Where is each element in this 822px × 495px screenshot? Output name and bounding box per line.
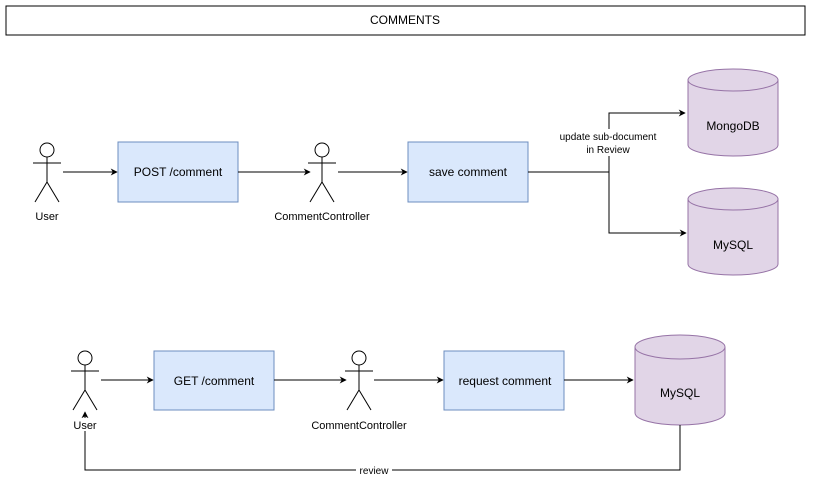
edge-label-line2: in Review xyxy=(586,145,630,156)
mysql-label-top: MySQL xyxy=(713,238,753,252)
mysql-label-bottom: MySQL xyxy=(660,386,700,400)
actor-label-controller-bottom: CommentController xyxy=(311,420,407,432)
mysql-database-icon: MySQL xyxy=(687,187,779,276)
save-comment-label: save comment xyxy=(429,165,508,179)
review-label: review xyxy=(360,466,390,477)
post-comment-node: POST /comment xyxy=(117,141,239,203)
controller-actor-icon xyxy=(308,142,336,203)
actor-label-user-bottom-group: User xyxy=(70,418,100,432)
save-comment-box xyxy=(407,141,529,203)
request-comment-label: request comment xyxy=(459,374,552,388)
get-comment-label: GET /comment xyxy=(174,374,255,388)
save-comment-node: save comment xyxy=(407,141,529,203)
user-actor-icon-bottom xyxy=(71,350,99,411)
mongodb-label: MongoDB xyxy=(706,119,759,133)
diagram-title: COMMENTS xyxy=(370,13,440,27)
mysql-database-icon-bottom: MySQL xyxy=(634,334,726,426)
post-comment-box xyxy=(117,141,239,203)
edge-label-review: review xyxy=(356,464,392,477)
edge-save-to-mysql xyxy=(608,172,687,237)
edge-label-update: update sub-document in Review xyxy=(553,129,664,156)
actor-label-controller: CommentController xyxy=(274,211,370,223)
actor-label-user: User xyxy=(35,211,59,223)
title-box: COMMENTS xyxy=(5,5,806,36)
controller-actor-icon-bottom xyxy=(345,350,373,411)
actor-label-user-bottom: User xyxy=(73,420,97,432)
request-comment-node: request comment xyxy=(443,350,565,411)
post-comment-label: POST /comment xyxy=(134,165,223,179)
edge-label-line1: update sub-document xyxy=(560,132,657,143)
mongodb-database-icon: MongoDB xyxy=(687,68,779,157)
user-actor-icon xyxy=(33,142,61,203)
get-comment-node: GET /comment xyxy=(153,350,275,411)
